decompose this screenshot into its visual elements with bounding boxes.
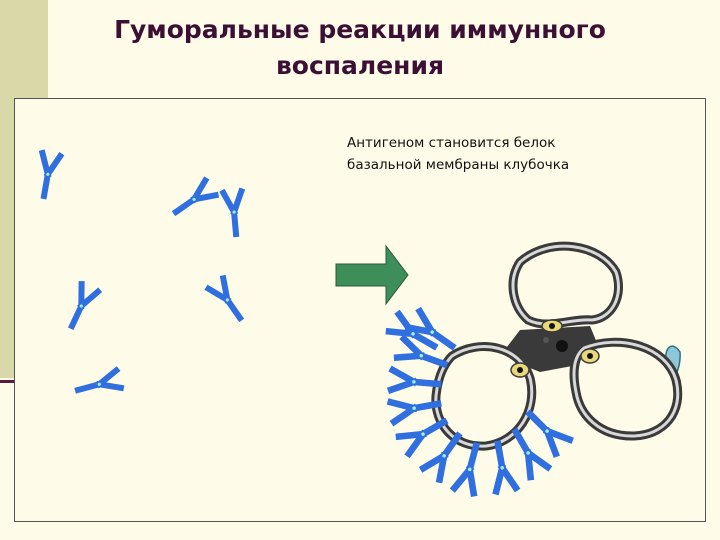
caption-line1: Антигеном становится белок <box>347 135 556 151</box>
antibody-icon <box>171 181 216 220</box>
diagram-caption: Антигеном становится белок базальной мем… <box>347 132 667 176</box>
antibody-icon <box>35 153 60 197</box>
arrow-right-icon <box>335 244 409 306</box>
caption-line2: базальной мембраны клубочка <box>347 157 570 173</box>
glomerulus-icon <box>431 241 683 451</box>
antibody-icon <box>488 442 516 491</box>
antibody-icon <box>391 370 439 394</box>
antibody-icon <box>209 278 248 323</box>
free-antibodies <box>35 153 247 399</box>
slide-title-line2: воспаления <box>275 51 445 80</box>
slide-title: Гуморальные реакции иммунного воспаления <box>40 12 680 84</box>
antibody-icon <box>423 430 466 479</box>
antibody-icon <box>76 370 121 398</box>
antibody-icon <box>454 443 485 493</box>
antibody-icon <box>223 191 245 234</box>
antibody-icon <box>64 284 98 330</box>
antibody-icon <box>523 407 570 454</box>
slide-title-line1: Гуморальные реакции иммунного <box>114 15 606 44</box>
